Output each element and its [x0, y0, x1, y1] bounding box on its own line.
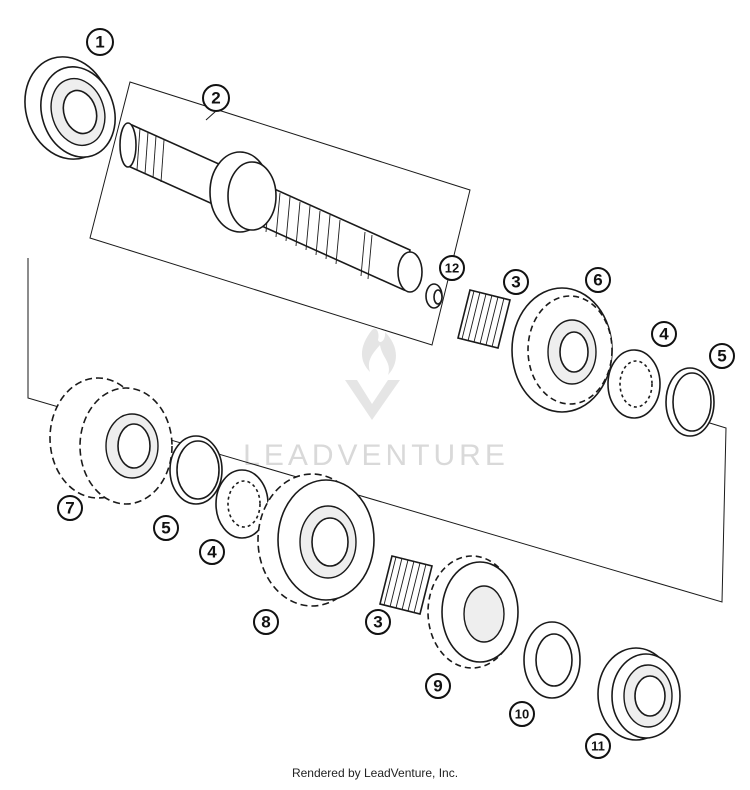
svg-text:8: 8 [261, 613, 270, 632]
callout-9: 9 [425, 673, 451, 699]
callout-2: 2 [202, 84, 230, 112]
part-10-thrust-washer [523, 621, 581, 699]
callout-10: 10 [509, 701, 535, 727]
part-11-bearing [597, 647, 681, 741]
svg-text:11: 11 [591, 739, 605, 754]
callout-7: 7 [57, 495, 83, 521]
svg-text:3: 3 [511, 273, 520, 292]
callout-1: 1 [86, 28, 114, 56]
svg-text:12: 12 [445, 261, 459, 276]
svg-text:10: 10 [515, 707, 529, 722]
part-7-gear [49, 377, 173, 505]
svg-text:7: 7 [65, 499, 74, 518]
part-9-gear [427, 555, 519, 669]
callout-12: 12 [439, 255, 465, 281]
callout-3-upper: 3 [503, 269, 529, 295]
svg-text:4: 4 [659, 325, 669, 344]
callout-4-upper: 4 [651, 321, 677, 347]
callout-5-lower: 5 [153, 515, 179, 541]
assembly-outline [27, 258, 727, 603]
callout-8: 8 [253, 609, 279, 635]
part-12-bushing [425, 283, 443, 309]
svg-text:5: 5 [717, 347, 726, 366]
svg-text:2: 2 [211, 89, 220, 108]
callout-4-lower: 4 [199, 539, 225, 565]
callout-5-upper: 5 [709, 343, 735, 369]
svg-text:6: 6 [593, 271, 602, 290]
watermark-logo [345, 328, 400, 420]
watermark-text: LEADVENTURE [243, 439, 509, 472]
callout-11: 11 [585, 733, 611, 759]
part-1-bearing [24, 56, 116, 160]
part-5-circlip-lower [169, 435, 223, 505]
svg-text:9: 9 [433, 677, 442, 696]
part-4-washer-upper [607, 349, 661, 419]
callout-6: 6 [585, 267, 611, 293]
part-3-needle-bearing-upper [457, 289, 511, 349]
part-5-circlip-upper [665, 367, 715, 437]
svg-text:5: 5 [161, 519, 170, 538]
part-6-gear [511, 287, 613, 413]
part-4-washer-lower [215, 469, 269, 539]
part-2-shaft [89, 81, 471, 346]
svg-text:3: 3 [373, 613, 382, 632]
part-8-gear [257, 473, 375, 607]
svg-text:4: 4 [207, 543, 217, 562]
callout-3-lower: 3 [365, 609, 391, 635]
part-3-needle-bearing-lower [379, 555, 433, 615]
footer-credit: Rendered by LeadVenture, Inc. [291, 766, 459, 780]
svg-text:1: 1 [95, 33, 104, 52]
